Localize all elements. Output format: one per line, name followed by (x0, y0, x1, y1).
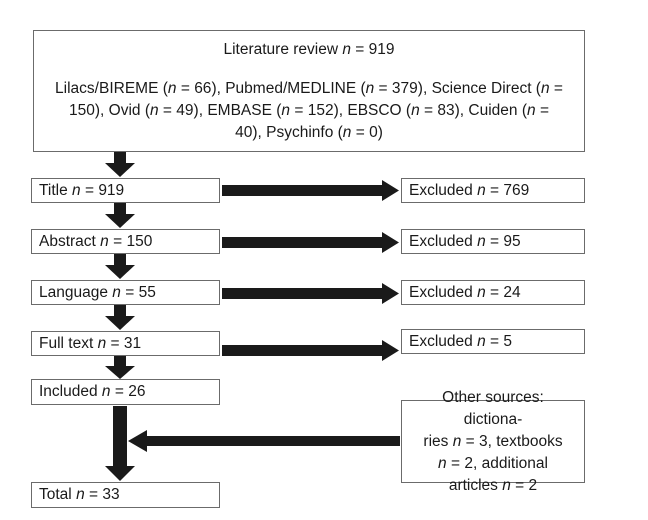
total-box: Total n = 33 (31, 482, 220, 508)
excluded-label-2: Excluded n = 95 (409, 232, 521, 250)
stage-label-abstract: Abstract n = 150 (39, 232, 153, 250)
stage-box-full-text: Full text n = 31 (31, 331, 220, 356)
arrow-fulltext-to-excluded (222, 340, 400, 362)
total-label: Total n = 33 (39, 486, 120, 503)
stage-box-title: Title n = 919 (31, 178, 220, 203)
other-sources-line-1: Other sources: dictiona- (442, 388, 544, 428)
arrow-language-to-fulltext (104, 305, 136, 331)
source-box-detail-line-3: 40), Psychinfo (n = 0) (235, 123, 383, 141)
source-box-detail-line-1: Lilacs/BIREME (n = 66), Pubmed/MEDLINE (… (55, 79, 563, 97)
other-sources-line-2: ries n = 3, textbooks (423, 432, 563, 450)
other-sources-line-4: articles n = 2 (448, 476, 538, 494)
excluded-label-1: Excluded n = 769 (409, 181, 530, 199)
arrow-included-to-total (104, 406, 136, 482)
excluded-box-fulltext-stage: Excluded n = 5 (401, 329, 585, 354)
stage-box-abstract: Abstract n = 150 (31, 229, 220, 254)
arrow-abstract-to-language (104, 254, 136, 280)
stage-box-language: Language n = 55 (31, 280, 220, 305)
stage-label-language: Language n = 55 (39, 283, 156, 301)
other-sources-line-3: n = 2, additional (438, 454, 548, 472)
source-box: Literature review n = 919 Lilacs/BIREME … (33, 30, 585, 152)
arrow-fulltext-to-included (104, 356, 136, 380)
arrow-source-to-title (104, 152, 136, 178)
arrow-title-to-excluded (222, 180, 400, 202)
stage-label-included: Included n = 26 (39, 383, 146, 400)
excluded-box-title-stage: Excluded n = 769 (401, 178, 585, 203)
stage-label-full-text: Full text n = 31 (39, 334, 142, 352)
arrow-abstract-to-excluded (222, 232, 400, 254)
arrow-other-sources-to-total (128, 427, 401, 455)
other-sources-box: Other sources: dictiona- ries n = 3, tex… (401, 389, 585, 494)
excluded-label-3: Excluded n = 24 (409, 283, 521, 301)
excluded-box-abstract-stage: Excluded n = 95 (401, 229, 585, 254)
stage-label-title: Title n = 919 (39, 181, 125, 199)
source-box-detail-line-2: 150), Ovid (n = 49), EMBASE (n = 152), E… (69, 101, 549, 119)
stage-box-included: Included n = 26 (31, 379, 220, 405)
arrow-title-to-abstract (104, 203, 136, 229)
arrow-language-to-excluded (222, 283, 400, 305)
source-box-title: Literature review n = 919 (223, 40, 395, 58)
excluded-label-4: Excluded n = 5 (409, 332, 512, 350)
excluded-box-language-stage: Excluded n = 24 (401, 280, 585, 305)
